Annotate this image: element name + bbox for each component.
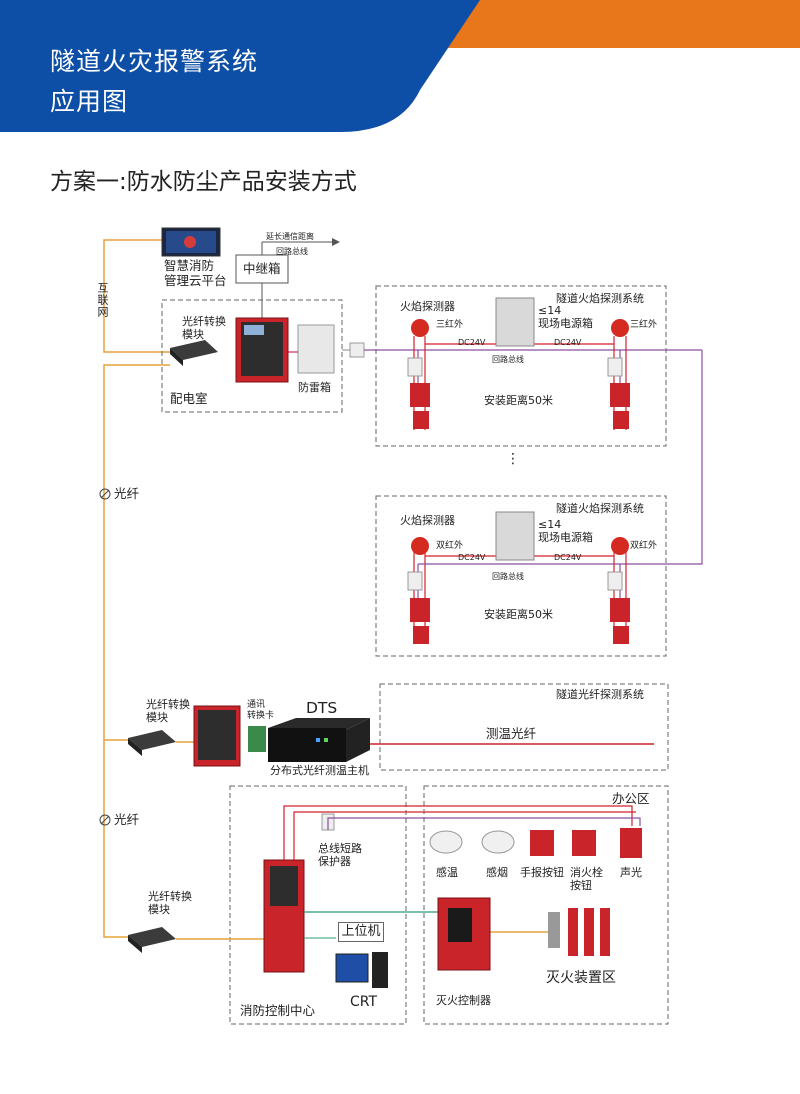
power-room-label: 配电室 — [170, 391, 208, 406]
scheme-title: 方案一:防水防尘产品安装方式 — [50, 169, 357, 195]
office-frame — [423, 785, 669, 1025]
flame-devices-2 — [407, 511, 630, 644]
loop-bus-2: 回路总线 — [492, 572, 524, 581]
power-box-1: 现场电源箱 — [538, 317, 593, 330]
flame-detector-1-label: 火焰探测器 — [400, 300, 455, 313]
cloud-platform-label: 智慧消防 管理云平台 — [164, 258, 227, 288]
control-center-label: 消防控制中心 — [240, 1003, 316, 1018]
dual-ir-2b: 双红外 — [630, 541, 658, 551]
triple-ir-1b: 三红外 — [630, 320, 658, 330]
loop-bus-1: 回路总线 — [492, 355, 524, 364]
power-box-2: 现场电源箱 — [538, 531, 593, 544]
dc-1b: DC24V — [554, 338, 582, 347]
internet-label: 互联网 — [96, 282, 109, 318]
extend-label: 延长通信距离 — [266, 232, 314, 241]
device-sound-light: 声光 — [620, 866, 642, 879]
extinguish-area-label: 灭火装置区 — [546, 970, 616, 986]
device-manual-button: 手报按钮 — [520, 866, 564, 879]
junction-box — [349, 342, 365, 358]
cc-fiber-module-label: 光纤转换 模块 — [148, 890, 192, 916]
extinguish-controller-label: 灭火控制器 — [436, 994, 491, 1007]
comm-card-label: 通讯 转换卡 — [247, 700, 275, 721]
flame-devices-1 — [407, 297, 630, 429]
power-count-2: ≤14 — [538, 518, 562, 531]
flame-system-1-frame — [375, 285, 667, 447]
repeater-label: 中继箱 — [243, 261, 281, 276]
device-hydrant-button: 消火栓 按钮 — [570, 866, 603, 892]
control-center-frame — [229, 785, 407, 1025]
page-title-line1: 隧道火灾报警系统 — [50, 47, 259, 76]
internet-link — [103, 239, 170, 353]
flame-system-2-frame — [375, 495, 667, 657]
office-label: 办公区 — [612, 791, 650, 806]
ellipsis-marker: ⋮ — [506, 451, 520, 467]
distance-1: 安装距离50米 — [484, 394, 553, 407]
upper-pc-label: 上位机 — [338, 922, 384, 942]
cloud-platform-screen — [161, 227, 221, 257]
page-title-line2: 应用图 — [50, 87, 129, 116]
dc-2a: DC24V — [458, 553, 486, 562]
fiber-system-frame — [379, 683, 669, 771]
dts-row-devices — [128, 705, 370, 767]
device-heat: 感温 — [436, 866, 458, 879]
fiber-marker-1 — [99, 488, 111, 500]
dual-ir-2a: 双红外 — [436, 541, 464, 551]
fiber-module-device — [170, 340, 218, 366]
fiber-label-1: 光纤 — [114, 486, 140, 501]
fire-alarm-panel — [235, 317, 289, 383]
fiber-sensing-label: 测温光纤 — [486, 726, 537, 741]
power-room-frame — [161, 299, 343, 413]
device-smoke: 感烟 — [486, 866, 508, 879]
dc-1a: DC24V — [458, 338, 486, 347]
protector-label: 总线短路 保护器 — [318, 842, 362, 868]
power-fiber-module-label: 光纤转换 模块 — [182, 315, 226, 341]
office-devices — [429, 828, 642, 971]
flame-detector-2-label: 火焰探测器 — [400, 514, 455, 527]
top-loop-bus-label: 回路总线 — [276, 247, 308, 256]
fiber-system-title: 隧道光纤探测系统 — [556, 688, 644, 701]
dts-fiber-module-label: 光纤转换 模块 — [146, 698, 190, 724]
flame-system-2-title: 隧道火焰探测系统 — [556, 502, 644, 515]
fiber-trunk — [103, 364, 170, 938]
fiber-label-2: 光纤 — [114, 812, 140, 827]
power-count-1: ≤14 — [538, 304, 562, 317]
header-blue-band — [0, 0, 480, 132]
fiber-marker-2 — [99, 814, 111, 826]
lightning-box-label: 防雷箱 — [298, 381, 331, 394]
triple-ir-1a: 三红外 — [436, 320, 464, 330]
dc-2b: DC24V — [554, 553, 582, 562]
lightning-box-device — [297, 324, 335, 374]
flame-system-1-title: 隧道火焰探测系统 — [556, 292, 644, 305]
dts-label: DTS — [306, 699, 338, 717]
dts-host-label: 分布式光纤测温主机 — [270, 764, 369, 777]
loop-bus-right — [614, 350, 703, 565]
crt-label: CRT — [350, 994, 378, 1010]
distance-2: 安装距离50米 — [484, 608, 553, 621]
